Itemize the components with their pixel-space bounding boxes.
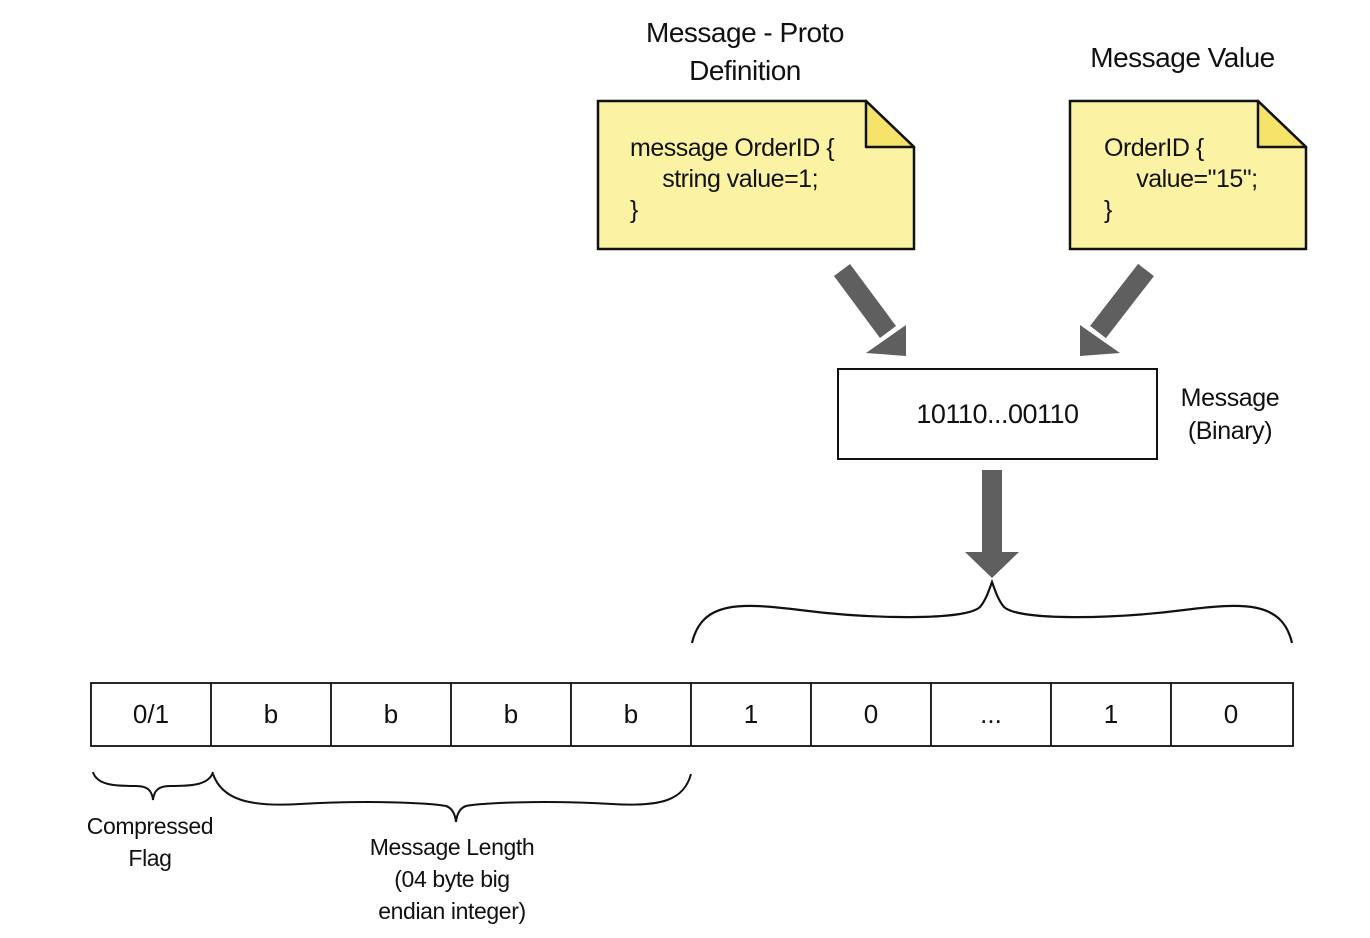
compressed-flag-label-line1: Compressed — [86, 813, 214, 839]
frame-cell-message-bit: 1 — [1103, 699, 1119, 729]
binary-message-label-line1: Message — [1180, 384, 1280, 412]
message-value-note — [1068, 99, 1308, 251]
proto-note-title-line2: Definition — [689, 55, 801, 86]
frame-cell-message-bit: 1 — [743, 699, 759, 729]
frame-cell-length-byte-3: b — [503, 699, 519, 729]
value-note-code: OrderID { value="15"; } — [1104, 134, 1258, 224]
proto-definition-note — [596, 99, 916, 251]
frame-cell-message-ellipsis: ... — [980, 699, 1002, 729]
message-length-brace — [212, 773, 692, 823]
arrow-value-to-binary — [1080, 263, 1154, 356]
message-length-label-line2: (04 byte big — [394, 866, 510, 892]
binary-message-label: Message (Binary) — [1165, 382, 1295, 448]
message-length-label: Message Length (04 byte big endian integ… — [352, 831, 552, 927]
arrow-binary-to-frame — [965, 470, 1019, 578]
message-bits-brace — [690, 578, 1294, 644]
proto-note-title-line1: Message - Proto — [646, 17, 844, 48]
compressed-flag-label-line2: Flag — [128, 845, 172, 871]
arrow-proto-to-binary — [833, 264, 906, 356]
frame-cell-message-bit: 0 — [863, 699, 879, 729]
compressed-flag-label: Compressed Flag — [70, 810, 230, 874]
compressed-flag-brace — [92, 771, 214, 801]
frame-cell-length-byte-4: b — [623, 699, 639, 729]
frame-cell-length-byte-1: b — [263, 699, 279, 729]
frame-cell-message-bit: 0 — [1223, 699, 1239, 729]
proto-note-code: message OrderID { string value=1; } — [630, 134, 835, 224]
message-length-label-line1: Message Length — [369, 834, 535, 860]
binary-message-content: 10110...00110 — [916, 398, 1079, 429]
value-note-title: Message Value — [1090, 42, 1275, 73]
frame-cells-outline — [90, 682, 1294, 747]
frame-cell-compressed-flag: 0/1 — [132, 699, 170, 729]
proto-note-title: Message - Proto Definition — [590, 14, 900, 90]
binary-message-box — [837, 368, 1158, 460]
message-length-label-line3: endian integer) — [378, 898, 526, 924]
binary-message-label-line2: (Binary) — [1187, 417, 1273, 445]
frame-cell-length-byte-2: b — [383, 699, 399, 729]
